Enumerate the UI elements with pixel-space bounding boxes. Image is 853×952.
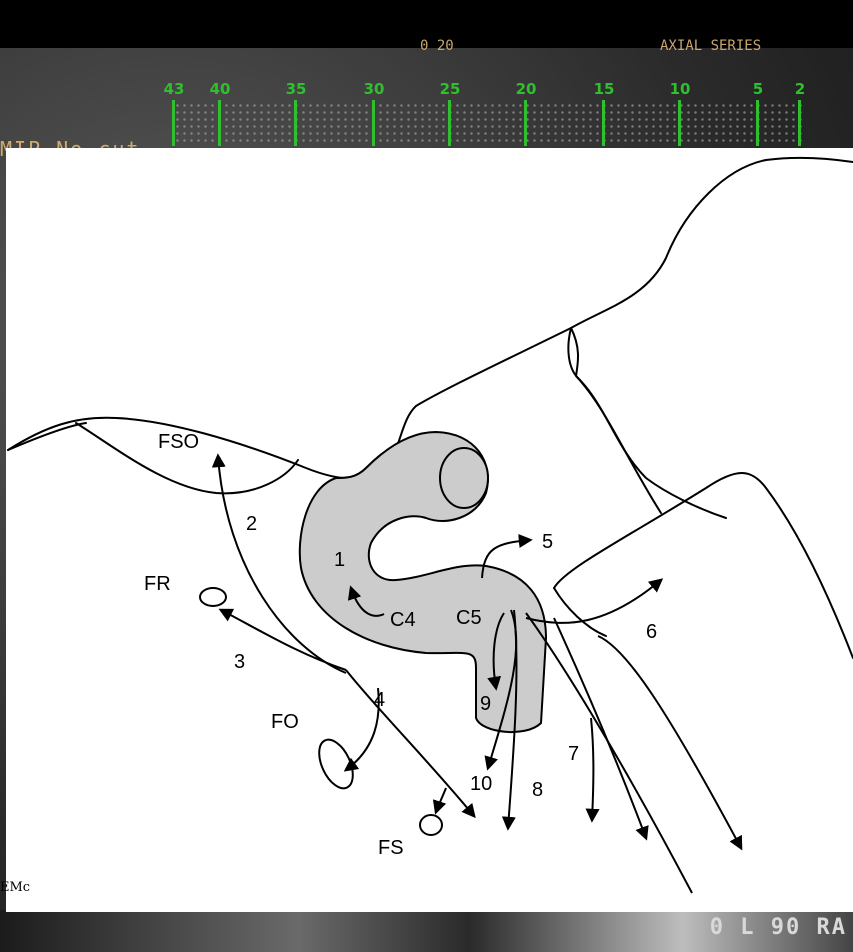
petrous-inner xyxy=(554,588,606,636)
arrow-4-to-fs xyxy=(346,670,474,816)
arrow-7a xyxy=(591,718,593,820)
label-fso: FSO xyxy=(158,431,199,453)
slice-ruler: 43 40 35 30 25 20 15 10 5 2 xyxy=(160,80,810,150)
ruler-tick xyxy=(524,100,527,146)
top-center-overlay-text: 0 20 xyxy=(420,38,454,54)
ruler-label: 15 xyxy=(594,80,615,98)
anatomy-diagram: FSO 2 FR 1 C4 C5 5 6 3 4 9 FO 7 10 8 FS xyxy=(6,148,853,912)
foramen-spinosum xyxy=(420,815,442,835)
ruler-tick xyxy=(756,100,759,146)
label-6: 6 xyxy=(646,621,657,643)
ruler-label: 30 xyxy=(364,80,385,98)
label-fo: FO xyxy=(271,711,299,733)
skull-base-upper xyxy=(8,423,86,450)
ruler-tick xyxy=(678,100,681,146)
ruler-dot-grid xyxy=(174,102,804,142)
ruler-label: 10 xyxy=(670,80,691,98)
label-10: 10 xyxy=(470,773,492,795)
bottom-right-overlay-text: 0 L 90 RA xyxy=(710,915,847,940)
ruler-label: 20 xyxy=(516,80,537,98)
ruler-tick xyxy=(798,100,801,146)
ruler-label: 2 xyxy=(795,80,805,98)
label-fr: FR xyxy=(144,573,171,595)
ruler-tick xyxy=(602,100,605,146)
artery-lumen-end xyxy=(440,448,488,508)
ruler-label: 43 xyxy=(164,80,185,98)
top-right-overlay-text: AXIAL SERIES xyxy=(660,38,761,54)
label-1: 1 xyxy=(334,549,345,571)
petrous-outline xyxy=(554,473,853,658)
arrow-6-down xyxy=(598,636,741,848)
label-7: 7 xyxy=(568,743,579,765)
clivus-outline xyxy=(571,328,661,513)
ruler-tick xyxy=(172,100,175,146)
ruler-label: 5 xyxy=(753,80,763,98)
arrow-fs-up xyxy=(436,788,446,812)
vessel-line xyxy=(526,613,692,893)
label-4: 4 xyxy=(374,689,385,711)
ruler-tick xyxy=(294,100,297,146)
ruler-label: 35 xyxy=(286,80,307,98)
label-3: 3 xyxy=(234,651,245,673)
ruler-tick xyxy=(372,100,375,146)
foramen-rotundum xyxy=(200,588,226,606)
ruler-label: 25 xyxy=(440,80,461,98)
dorsum-outline xyxy=(571,158,853,328)
label-fs: FS xyxy=(378,837,404,859)
ruler-label: 40 xyxy=(210,80,231,98)
arrow-6 xyxy=(526,580,661,623)
label-c4: C4 xyxy=(390,609,416,631)
diagram-panel: FSO 2 FR 1 C4 C5 5 6 3 4 9 FO 7 10 8 FS xyxy=(6,148,853,912)
internal-carotid-artery xyxy=(300,432,546,732)
label-c5: C5 xyxy=(456,607,482,629)
label-9: 9 xyxy=(480,693,491,715)
ruler-tick xyxy=(218,100,221,146)
ruler-tick xyxy=(448,100,451,146)
label-8: 8 xyxy=(532,779,543,801)
corner-mark: EMc xyxy=(0,880,30,895)
label-5: 5 xyxy=(542,531,553,553)
label-2: 2 xyxy=(246,513,257,535)
